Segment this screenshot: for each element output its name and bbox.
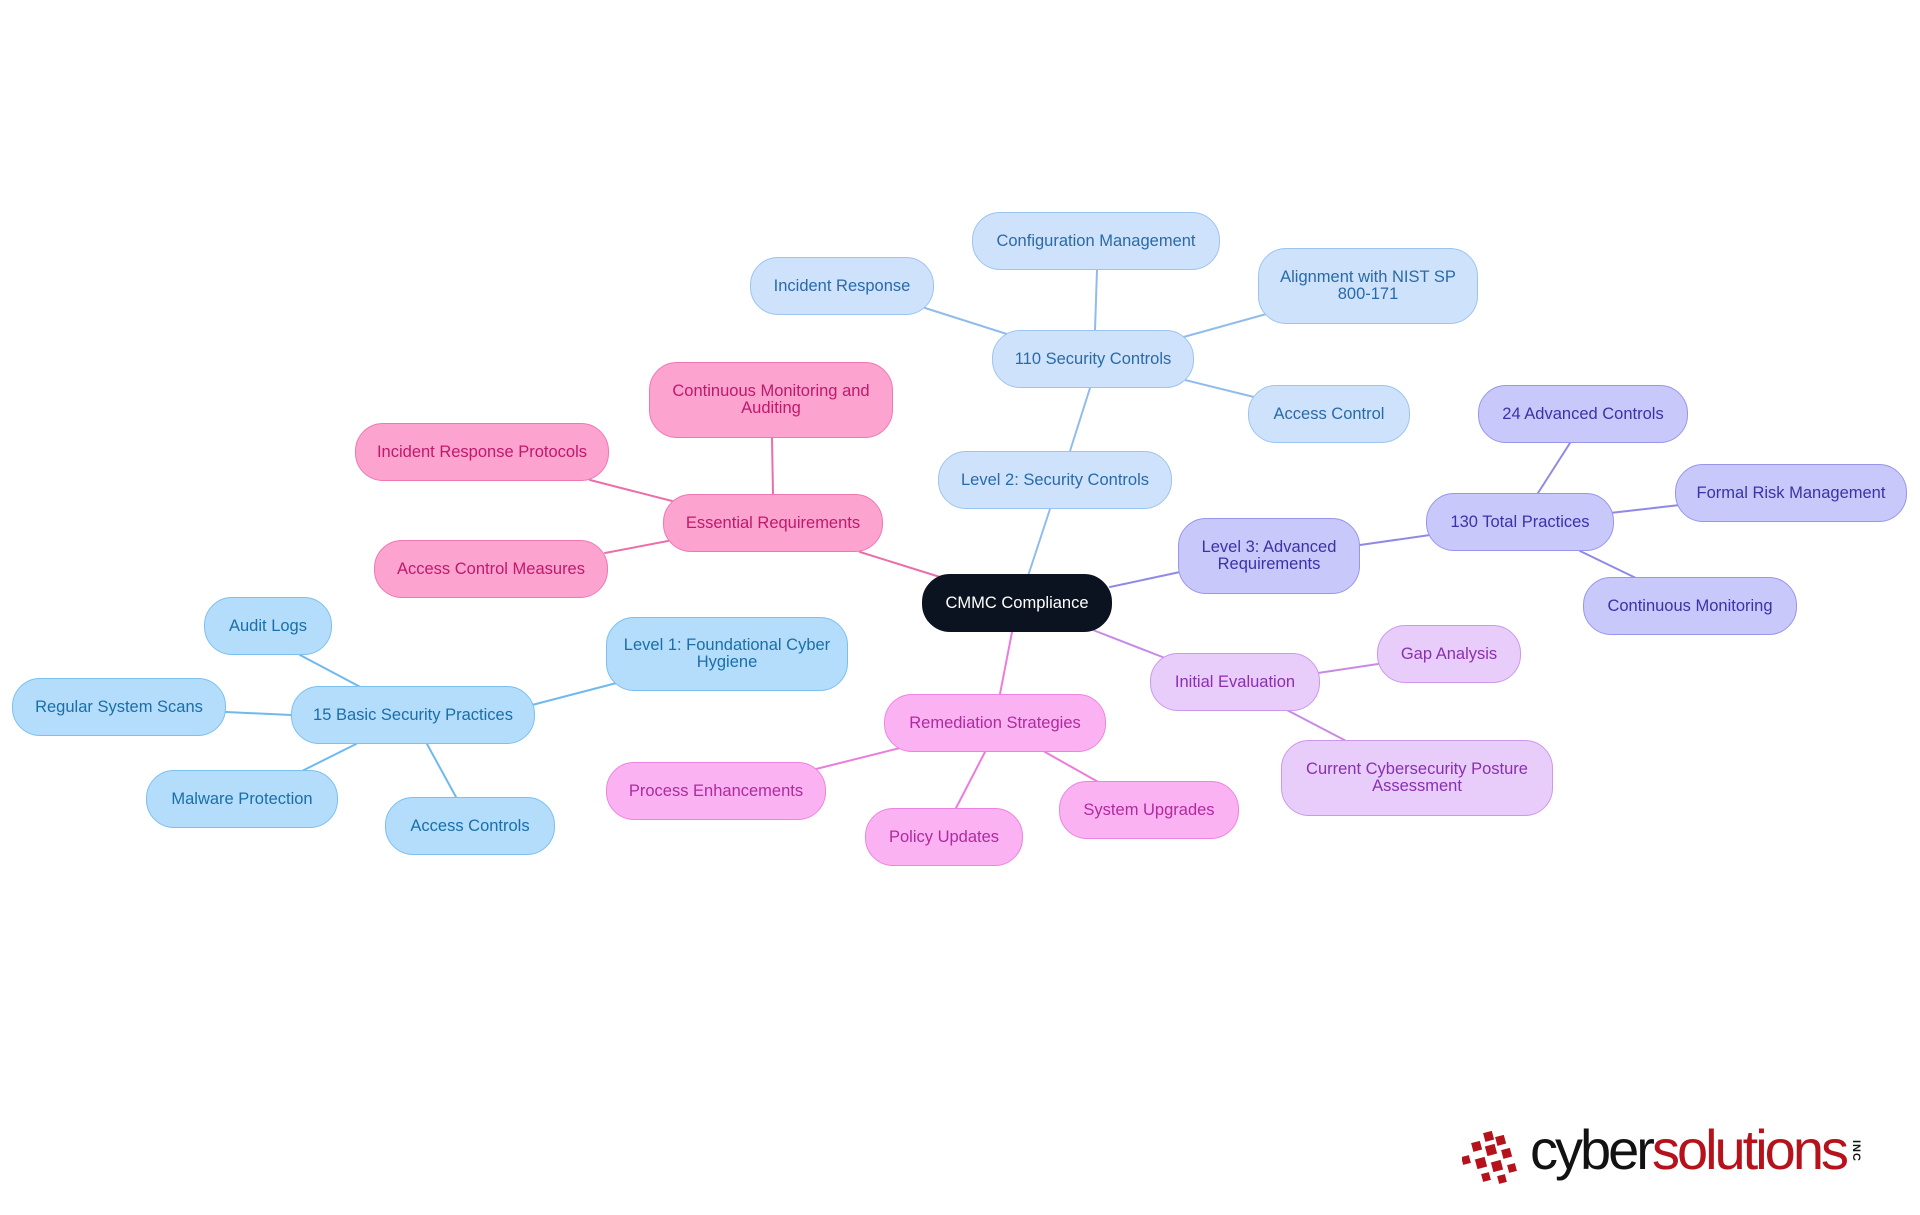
node-access-controls-label: Access Controls [410,816,530,835]
node-110-controls-label: 110 Security Controls [1014,349,1172,368]
node-level3[interactable]: Level 3: Advanced Requirements [1178,518,1360,594]
node-process-enh-label: Process Enhancements [628,781,804,800]
node-initial-eval-label: Initial Evaluation [1174,672,1296,691]
node-config-mgmt[interactable]: Configuration Management [972,212,1220,270]
connector-level2-11 [1184,379,1259,399]
connector-level2-9 [1094,269,1098,331]
node-110-controls[interactable]: 110 Security Controls [992,330,1194,388]
connector-level3-14 [1537,442,1571,494]
node-posture-label: Current Cybersecurity Posture Assessment [1306,760,1528,795]
logo-inc: INC [1850,1140,1862,1162]
connector-level1-5 [426,743,457,798]
node-incident-response-label: Incident Response [773,276,911,295]
node-nist-label: Alignment with NIST SP 800-171 [1280,268,1456,303]
connector-level2-10 [1179,312,1271,339]
node-level3-label: Level 3: Advanced Requirements [1201,538,1337,573]
node-regular-scans-label: Regular System Scans [35,697,203,716]
connector-level2-7 [1069,387,1091,452]
connector-level1-4 [299,743,357,773]
node-access-controls[interactable]: Access Controls [385,797,555,855]
node-level2[interactable]: Level 2: Security Controls [938,451,1172,509]
connector-level2-8 [921,306,1011,336]
node-basic-practices-label: 15 Basic Security Practices [313,705,513,724]
connector-level2-6 [1027,508,1051,577]
node-basic-practices[interactable]: 15 Basic Security Practices [291,686,535,744]
logo-wordmark: cybersolutions [1530,1118,1849,1181]
connector-remediation-22 [954,751,986,811]
root-node[interactable]: CMMC Compliance [922,574,1112,632]
cybersolutions-logo: cybersolutions INC [1462,1118,1872,1188]
connector-level3-16 [1579,550,1641,581]
node-system-upgrades[interactable]: System Upgrades [1059,781,1239,839]
connector-essential-24 [859,551,941,578]
connector-initial_eval-19 [1284,708,1351,744]
node-audit-logs-label: Audit Logs [229,616,307,635]
node-incident-protocols[interactable]: Incident Response Protocols [355,423,609,481]
node-config-mgmt-label: Configuration Management [996,231,1196,250]
logo-mark-icon [1462,1130,1517,1184]
node-gap-analysis-label: Gap Analysis [1400,644,1498,663]
connector-initial_eval-17 [1092,629,1171,661]
node-access-measures[interactable]: Access Control Measures [374,540,608,598]
node-continuous-monitoring-label: Continuous Monitoring [1607,596,1773,615]
node-policy-updates-label: Policy Updates [888,827,1000,846]
node-24-advanced[interactable]: 24 Advanced Controls [1478,385,1688,443]
node-nist[interactable]: Alignment with NIST SP 800-171 [1258,248,1478,324]
node-continuous-monitoring[interactable]: Continuous Monitoring [1583,577,1797,635]
node-regular-scans[interactable]: Regular System Scans [12,678,226,736]
node-initial-eval[interactable]: Initial Evaluation [1150,653,1320,711]
connector-remediation-21 [811,747,901,771]
node-gap-analysis[interactable]: Gap Analysis [1377,625,1521,683]
node-130-practices[interactable]: 130 Total Practices [1426,493,1614,551]
node-130-practices-label: 130 Total Practices [1450,512,1590,531]
node-level1-label: Level 1: Foundational Cyber Hygiene [623,636,831,671]
node-access-control-label: Access Control [1273,404,1385,423]
node-incident-protocols-label: Incident Response Protocols [376,442,588,461]
node-malware[interactable]: Malware Protection [146,770,338,828]
connector-level1-2 [299,654,367,691]
node-formal-risk-label: Formal Risk Management [1696,483,1886,502]
connector-level3-12 [1109,571,1181,588]
node-cont-mon-audit[interactable]: Continuous Monitoring and Auditing [649,362,893,438]
connector-level1-3 [225,711,292,716]
node-access-measures-label: Access Control Measures [397,559,585,578]
node-malware-label: Malware Protection [171,789,313,808]
connector-remediation-20 [999,631,1013,695]
node-system-upgrades-label: System Upgrades [1083,800,1215,819]
connector-level3-13 [1359,534,1431,546]
node-process-enh[interactable]: Process Enhancements [606,762,826,820]
node-essential-label: Essential Requirements [685,513,861,532]
node-remediation-label: Remediation Strategies [909,713,1081,732]
node-24-advanced-label: 24 Advanced Controls [1502,404,1664,423]
node-level2-label: Level 2: Security Controls [960,470,1149,489]
node-level1[interactable]: Level 1: Foundational Cyber Hygiene [606,617,848,691]
node-essential[interactable]: Essential Requirements [663,494,883,552]
node-remediation[interactable]: Remediation Strategies [884,694,1106,752]
node-formal-risk[interactable]: Formal Risk Management [1675,464,1907,522]
connector-essential-25 [771,437,774,495]
connector-remediation-23 [1044,751,1101,784]
node-audit-logs[interactable]: Audit Logs [204,597,332,655]
connector-level3-15 [1609,504,1681,514]
node-cont-mon-audit-label: Continuous Monitoring and Auditing [672,382,870,417]
node-policy-updates[interactable]: Policy Updates [865,808,1023,866]
connector-essential-27 [604,540,669,554]
node-access-control[interactable]: Access Control [1248,385,1410,443]
connector-initial_eval-18 [1317,663,1379,674]
node-incident-response[interactable]: Incident Response [750,257,934,315]
connector-essential-26 [589,479,673,502]
root-label: CMMC Compliance [945,593,1089,612]
node-posture[interactable]: Current Cybersecurity Posture Assessment [1281,740,1553,816]
